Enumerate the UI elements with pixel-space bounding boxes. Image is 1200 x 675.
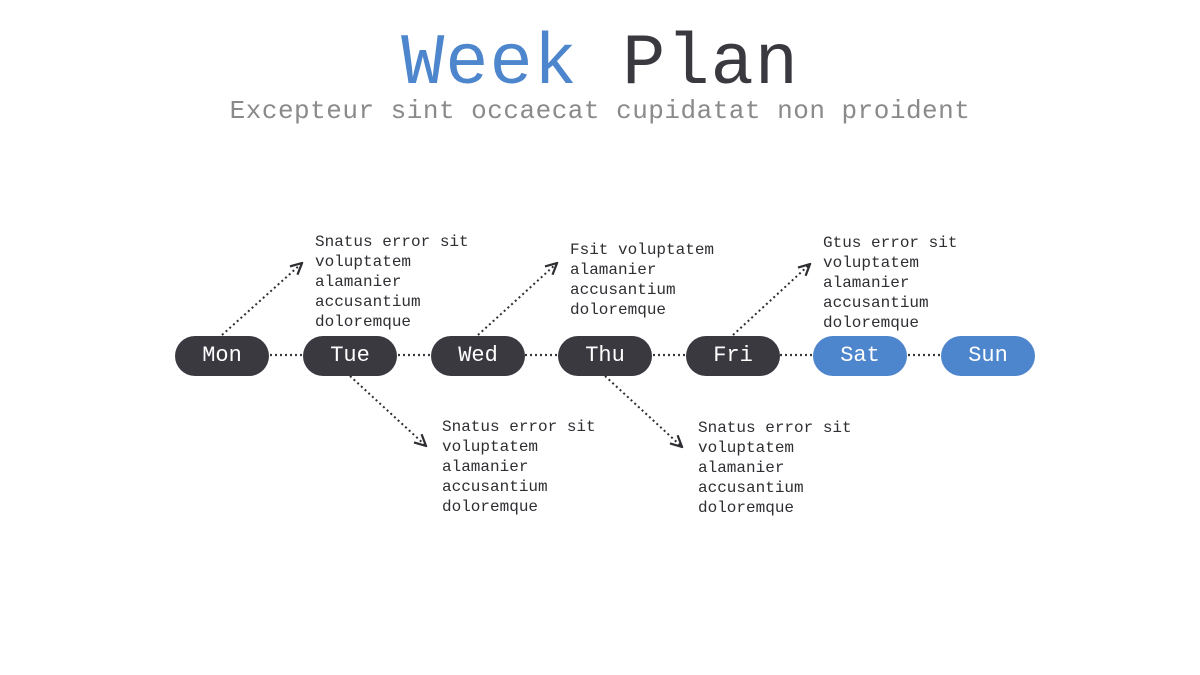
day-label-sun: Sun [968,343,1008,368]
day-pill-mon: Mon [175,336,269,376]
note-line: alamanier [442,458,529,476]
note-line: Gtus error sit [823,234,958,252]
day-label-sat: Sat [840,343,880,368]
day-pill-thu: Thu [558,336,652,376]
note-tue: Snatus error sit voluptatem alamanier ac… [442,417,642,517]
note-line: Snatus error sit [315,233,469,251]
arrow-fri-note [732,265,809,336]
note-line: doloremque [570,301,667,319]
day-pill-tue: Tue [303,336,397,376]
note-line: Snatus error sit [442,418,596,436]
day-label-fri: Fri [713,343,753,368]
note-line: voluptatem [823,254,920,272]
note-line: alamanier [315,273,402,291]
page-subtitle: Excepteur sint occaecat cupidatat non pr… [229,96,971,126]
note-line: Fsit voluptatem [570,241,715,259]
arrow-thu-note [604,375,681,446]
day-pill-wed: Wed [431,336,525,376]
note-wed: Fsit voluptatem alamanier accusantium do… [570,240,770,320]
day-label-tue: Tue [330,343,370,368]
note-line: doloremque [698,499,795,517]
day-pill-fri: Fri [686,336,780,376]
day-label-wed: Wed [458,343,498,368]
note-mon: Snatus error sit voluptatem alamanier ac… [315,232,515,332]
day-label-mon: Mon [202,343,242,368]
note-thu: Snatus error sit voluptatem alamanier ac… [698,418,898,518]
note-line: alamanier [698,459,785,477]
note-line: voluptatem [315,253,412,271]
day-label-thu: Thu [585,343,625,368]
note-line: accusantium [570,281,676,299]
note-line: accusantium [698,479,804,497]
note-line: alamanier [823,274,910,292]
page-title: Week Plan [0,22,1200,106]
note-line: Snatus error sit [698,419,852,437]
note-line: doloremque [823,314,920,332]
arrow-tue-note [349,375,425,445]
note-line: alamanier [570,261,657,279]
note-line: accusantium [442,478,548,496]
arrow-mon-note [221,264,301,336]
title-word-plan: Plan [622,23,799,105]
note-line: doloremque [442,498,539,516]
note-line: accusantium [315,293,421,311]
day-pill-sun: Sun [941,336,1035,376]
note-fri: Gtus error sit voluptatem alamanier accu… [823,233,1023,333]
note-line: doloremque [315,313,412,331]
title-word-week: Week [401,23,578,105]
note-line: voluptatem [698,439,795,457]
note-line: voluptatem [442,438,539,456]
note-line: accusantium [823,294,929,312]
day-pill-sat: Sat [813,336,907,376]
